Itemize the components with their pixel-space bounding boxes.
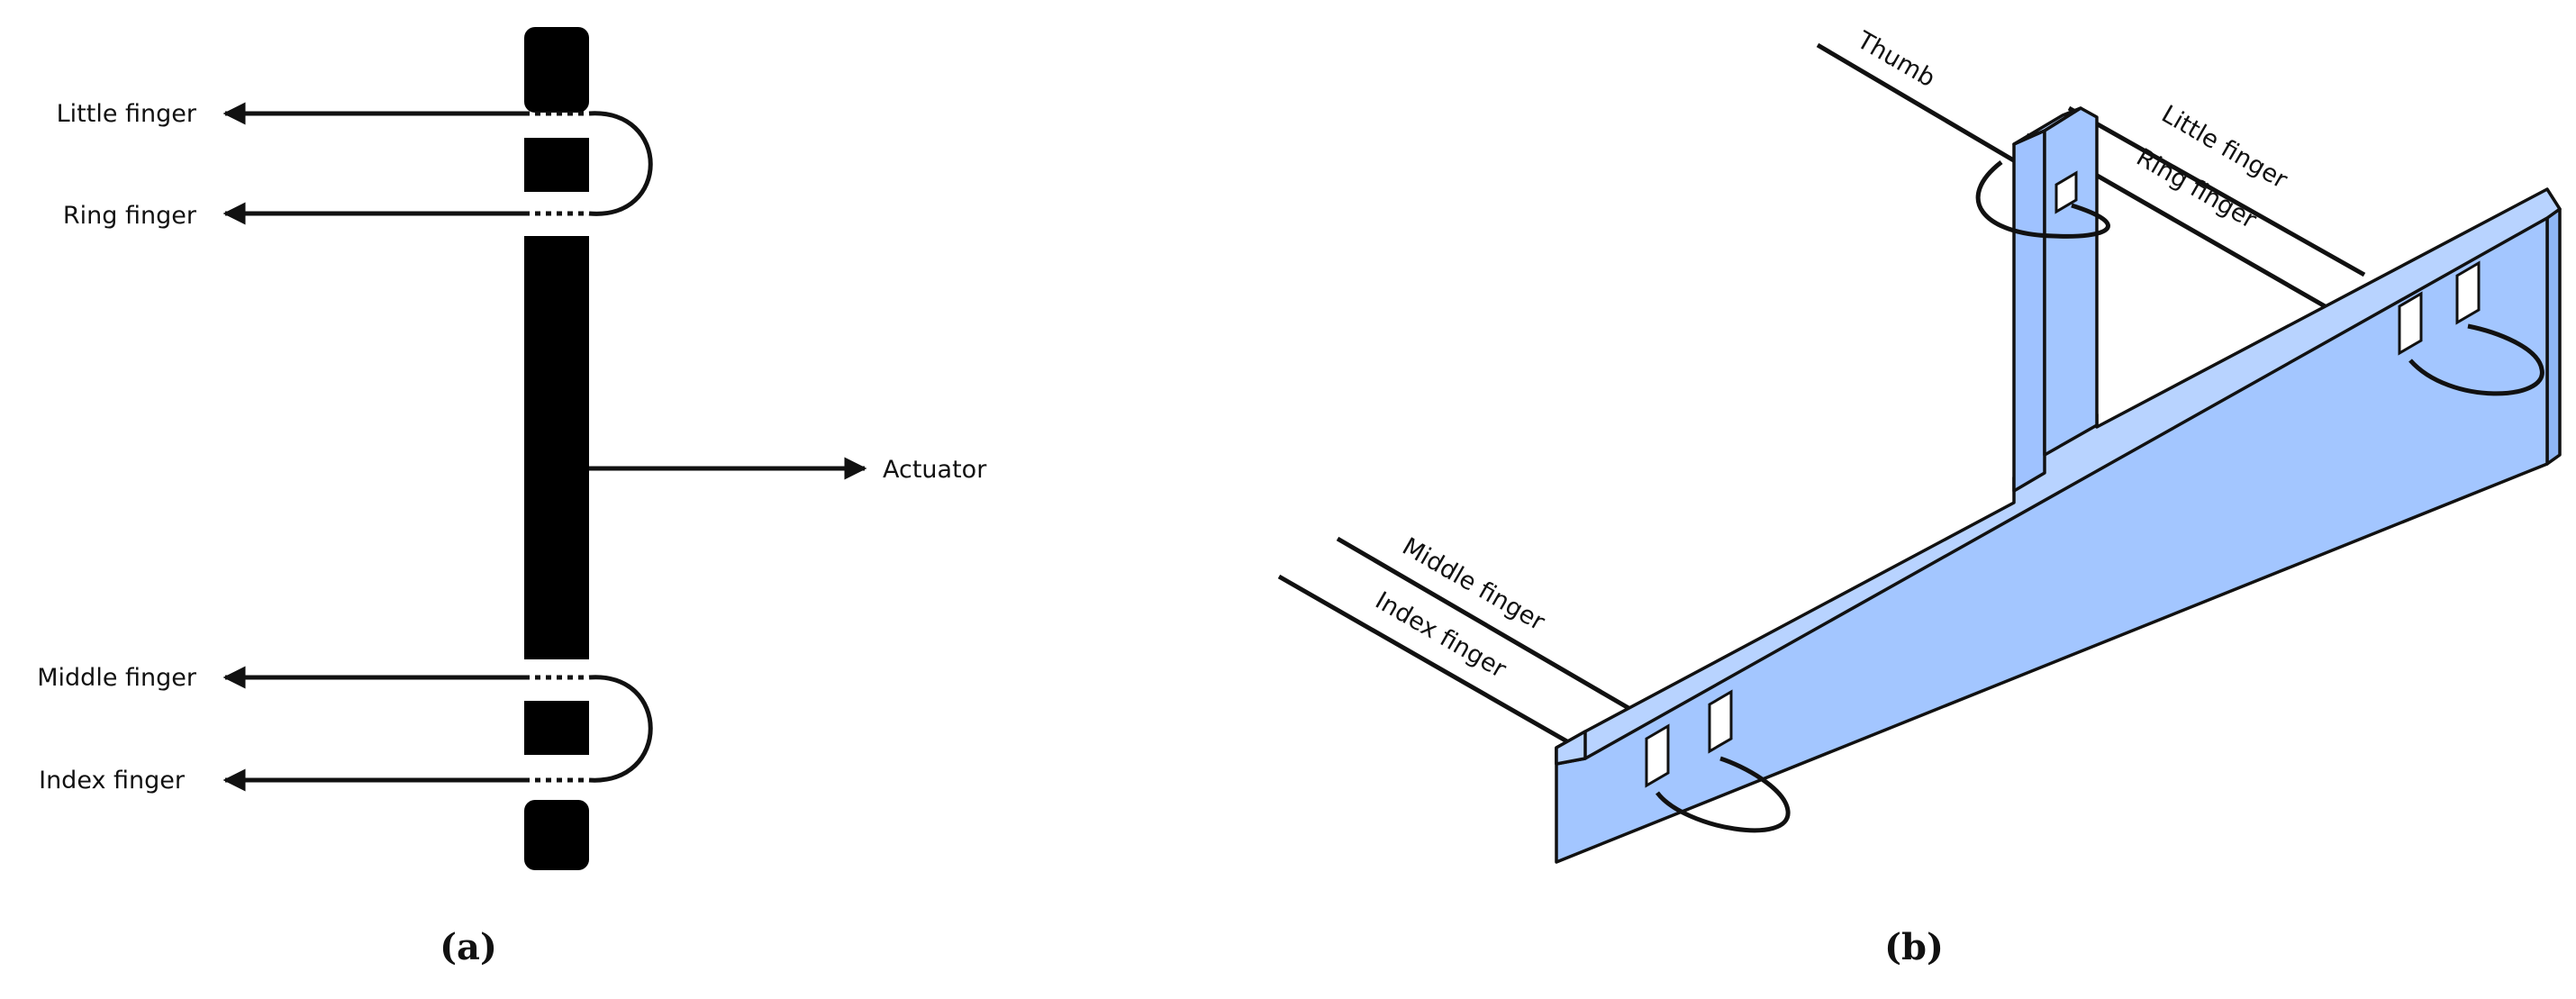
beam-right-face xyxy=(2545,207,2562,466)
cable-loop-upper xyxy=(588,111,653,216)
thumb-loop xyxy=(1975,160,2110,239)
label-middle-finger-a: Middle finger xyxy=(37,664,197,692)
stem-front-face xyxy=(2012,129,2046,493)
label-index-finger-a: Index finger xyxy=(39,767,186,795)
label-ring-finger-a: Ring finger xyxy=(63,202,197,230)
cable-loop-b-front xyxy=(1655,756,1791,833)
panel-b: Thumb Little finger Ring finger Middle f… xyxy=(1277,26,2562,968)
finger-cables-a xyxy=(222,102,589,792)
beam-left-cap xyxy=(1555,730,1587,766)
label-little-finger-a: Little finger xyxy=(57,100,197,128)
stem-side-face xyxy=(2043,106,2099,457)
frame-slots xyxy=(1645,170,2481,788)
stem-top-face xyxy=(2012,106,2082,146)
label-thumb: Thumb xyxy=(1852,26,1940,93)
cable-loop-lower xyxy=(588,675,653,783)
label-actuator: Actuator xyxy=(883,456,987,484)
actuator-bar xyxy=(524,27,589,870)
cable-loop-b-back xyxy=(2408,323,2544,396)
t-frame xyxy=(1555,106,2562,864)
panel-a: Little finger Ring finger Middle finger … xyxy=(37,27,987,968)
caption-a: (a) xyxy=(440,926,497,968)
caption-b: (b) xyxy=(1884,926,1944,968)
